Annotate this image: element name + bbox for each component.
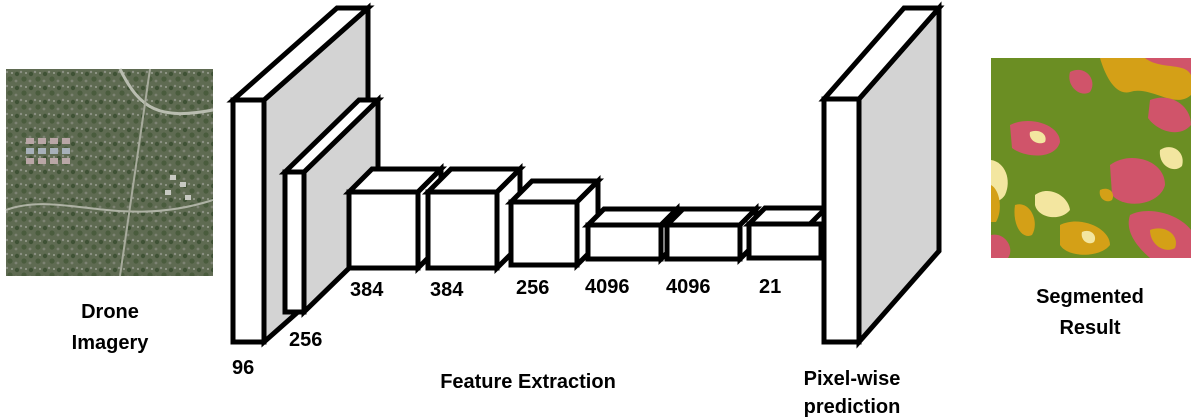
layer-label-fc7: 4096 — [666, 276, 711, 298]
layer-label-fc6: 4096 — [585, 276, 630, 298]
input-label-line1: Drone — [81, 301, 139, 323]
layer-label-conv1: 96 — [232, 357, 254, 379]
output-label-line2: Result — [1059, 317, 1120, 339]
segmented-image — [991, 58, 1191, 258]
layer-label-fc8: 21 — [759, 276, 781, 298]
pixelwise-label-line2: prediction — [804, 396, 901, 418]
layer-label-conv4: 384 — [430, 279, 464, 301]
drone-image — [5, 68, 214, 277]
output-label-line1: Segmented — [1036, 286, 1144, 308]
feature-extraction-label: Feature Extraction — [440, 371, 616, 393]
layer-conv5-block — [504, 174, 605, 272]
input-label-line2: Imagery — [72, 332, 150, 354]
layer-conv2-block — [278, 94, 385, 318]
layer-fc7-block — [660, 202, 763, 266]
layer-fc8-block — [742, 205, 833, 261]
pixelwise-label-line1: Pixel-wise — [804, 368, 901, 390]
layer-fc6-block — [581, 202, 684, 266]
layer-label-conv3: 384 — [350, 279, 384, 301]
layer-label-conv5: 256 — [516, 277, 549, 299]
layer-label-conv2: 256 — [289, 329, 322, 351]
layer-conv4-block — [421, 162, 527, 275]
prediction-block — [818, 1, 945, 349]
